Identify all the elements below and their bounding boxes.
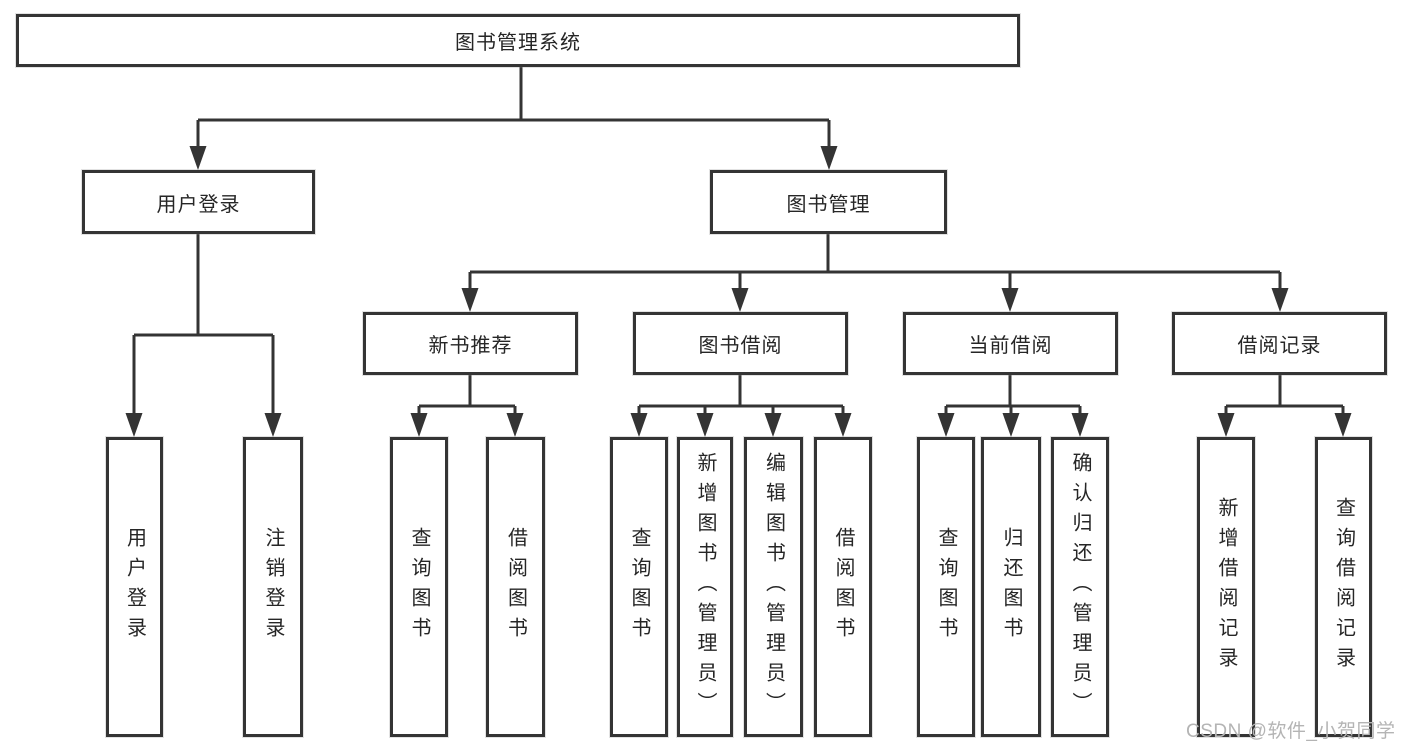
- node-borrow-records: 借阅记录: [1172, 312, 1387, 375]
- node-user-login: 用户登录: [82, 170, 315, 234]
- node-root: 图书管理系统: [16, 14, 1020, 67]
- leaf-current-return-book: 归还图书: [981, 437, 1041, 737]
- node-label: 新增图书（管理员）: [694, 452, 716, 722]
- node-label: 查询图书: [935, 527, 957, 647]
- node-book-management: 图书管理: [710, 170, 947, 234]
- node-label: 图书借阅: [698, 335, 783, 357]
- node-label: 当前借阅: [968, 335, 1053, 357]
- node-label: 编辑图书（管理员）: [762, 452, 785, 722]
- leaf-current-confirm-return-admin: 确认归还（管理员）: [1051, 437, 1109, 737]
- node-label: 借阅图书: [504, 527, 527, 647]
- leaf-borrow-query-book: 查询图书: [610, 437, 668, 737]
- node-label: 查询图书: [408, 527, 430, 647]
- leaf-logout: 注销登录: [243, 437, 303, 737]
- node-label: 查询图书: [628, 527, 650, 647]
- node-label: 图书管理系统: [455, 32, 581, 54]
- node-label: 归还图书: [1000, 527, 1022, 647]
- node-label: 新书推荐: [428, 335, 513, 357]
- leaf-borrow-add-book-admin: 新增图书（管理员）: [677, 437, 733, 737]
- leaf-user-login: 用户登录: [106, 437, 163, 737]
- node-book-borrow: 图书借阅: [633, 312, 848, 375]
- csdn-watermark: CSDN @软件_小贺同学: [1186, 721, 1396, 742]
- node-label: 注销登录: [262, 527, 284, 647]
- leaf-borrow-borrow-book: 借阅图书: [814, 437, 872, 737]
- leaf-recommend-borrow-book: 借阅图书: [486, 437, 545, 737]
- leaf-records-add-record: 新增借阅记录: [1197, 437, 1255, 737]
- node-label: 用户登录: [156, 193, 241, 216]
- node-label: 借阅记录: [1237, 335, 1322, 357]
- connector-line-path: [132, 67, 1345, 417]
- leaf-recommend-query-book: 查询图书: [390, 437, 448, 737]
- node-label: 用户登录: [123, 527, 146, 647]
- arrowhead-icons: [125, 146, 1352, 437]
- node-new-book-recommend: 新书推荐: [363, 312, 578, 375]
- node-label: 新增借阅记录: [1215, 497, 1237, 677]
- node-label: 确认归还（管理员）: [1069, 452, 1091, 722]
- leaf-records-query-record: 查询借阅记录: [1315, 437, 1372, 737]
- node-label: 图书管理: [786, 193, 871, 216]
- leaf-current-query-book: 查询图书: [917, 437, 975, 737]
- leaf-borrow-edit-book-admin: 编辑图书（管理员）: [744, 437, 803, 737]
- node-label: 查询借阅记录: [1332, 497, 1355, 677]
- node-current-borrow: 当前借阅: [903, 312, 1118, 375]
- node-label: 借阅图书: [832, 527, 854, 647]
